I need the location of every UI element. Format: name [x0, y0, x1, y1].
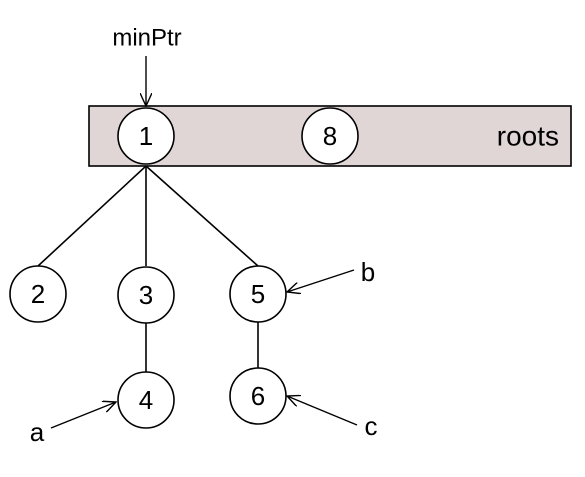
node-6-label: 6	[251, 381, 265, 411]
pointer-a-arrow	[50, 402, 116, 429]
node-1-circle	[117, 107, 175, 165]
node-8-circle	[301, 107, 359, 165]
pointer-c-arrow	[287, 396, 358, 426]
node-2-circle	[9, 265, 67, 323]
node-4-label: 4	[139, 385, 153, 415]
node-2: 2	[9, 265, 67, 323]
node-8: 8	[301, 107, 359, 165]
min-pointer-label: minPtr	[112, 25, 181, 52]
edge-1-2	[37, 165, 147, 267]
node-3: 3	[117, 266, 175, 324]
node-4-circle	[117, 371, 175, 429]
node-1: 1	[117, 107, 175, 165]
pointer-b-label: b	[361, 257, 375, 287]
node-4: 4	[117, 371, 175, 429]
node-3-label: 3	[139, 280, 153, 310]
roots-label: roots	[497, 121, 559, 152]
pointer-b-arrow	[287, 269, 355, 292]
pointer-c-label: c	[365, 411, 378, 441]
pointer-a-label: a	[30, 417, 45, 447]
node-5-label: 5	[251, 279, 265, 309]
node-8-label: 8	[323, 121, 337, 151]
node-1-label: 1	[139, 121, 153, 151]
edge-1-5	[145, 165, 259, 267]
node-2-label: 2	[31, 279, 45, 309]
node-5: 5	[229, 265, 287, 323]
node-6: 6	[229, 367, 287, 425]
node-3-circle	[117, 266, 175, 324]
